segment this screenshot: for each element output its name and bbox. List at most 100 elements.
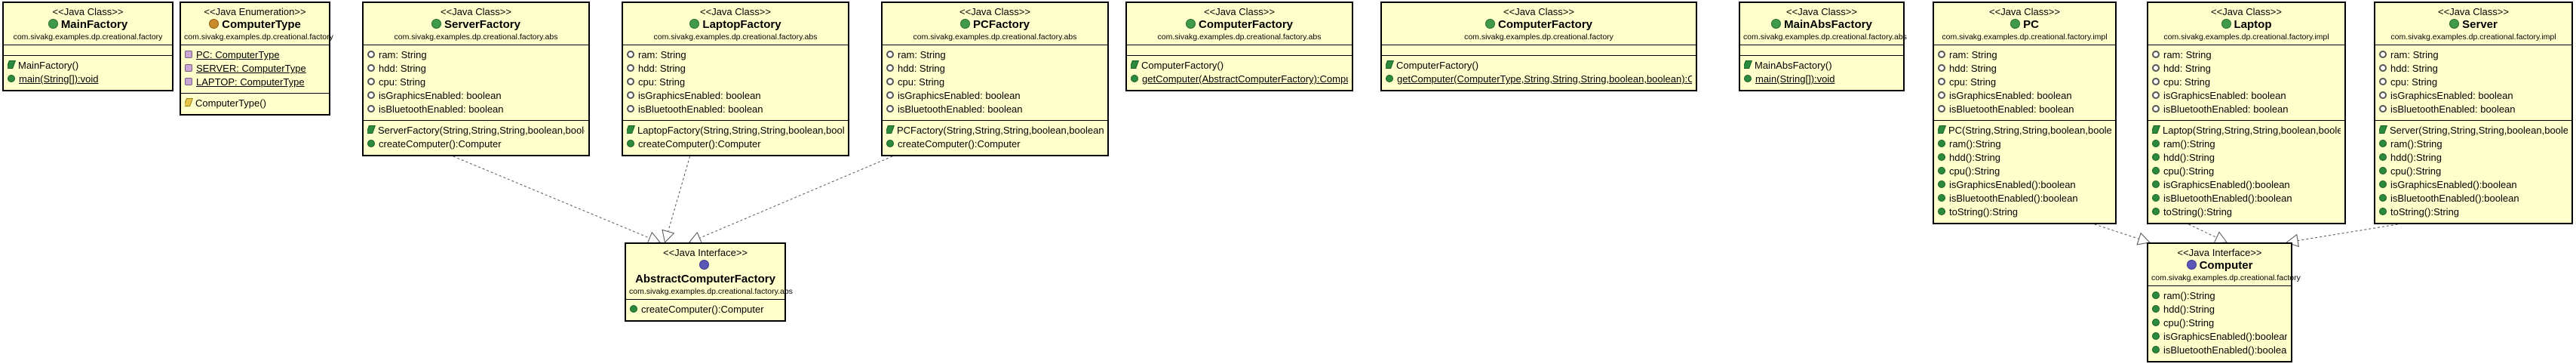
class-name-text: LaptopFactory xyxy=(702,18,781,31)
method-row: getComputer(ComputerType,String,String,S… xyxy=(1386,72,1692,86)
stereotype-label: <<Java Interface>> xyxy=(2177,247,2262,258)
constructor-icon xyxy=(1938,125,1947,134)
method-row: main(String[]):void xyxy=(1744,72,1899,86)
field-row: cpu: String xyxy=(886,76,1104,89)
stereotype-label: <<Java Class>> xyxy=(700,6,771,17)
public-visibility-icon xyxy=(630,305,637,313)
field-row-text: PC: ComputerType xyxy=(196,49,280,60)
public-visibility-icon xyxy=(1386,75,1393,82)
stereotype-label: <<Java Interface>> xyxy=(662,247,748,258)
method-row: cpu():String xyxy=(2152,165,2341,178)
private-visibility-icon xyxy=(1938,64,1945,72)
class-name-text: ComputerFactory xyxy=(1198,18,1294,31)
method-row: ComputerFactory() xyxy=(1386,59,1692,72)
private-visibility-icon xyxy=(2152,64,2160,72)
method-row-text: hdd():String xyxy=(1949,152,2000,163)
public-visibility-icon xyxy=(1744,75,1752,82)
methods-compartment: createComputer():Computer xyxy=(626,299,784,320)
method-row: isGraphicsEnabled():boolean xyxy=(2152,330,2287,344)
field-row-text: isGraphicsEnabled: boolean xyxy=(1949,90,2072,101)
method-row: ServerFactory(String,String,String,boole… xyxy=(367,124,585,137)
private-visibility-icon xyxy=(367,105,375,113)
private-visibility-icon xyxy=(886,91,894,99)
method-row: PCFactory(String,String,String,boolean,b… xyxy=(886,124,1104,137)
field-row: isBluetoothEnabled: boolean xyxy=(1938,103,2111,116)
field-row: cpu: String xyxy=(2379,76,2568,89)
field-row: isGraphicsEnabled: boolean xyxy=(367,89,585,103)
method-row-text: hdd():String xyxy=(2163,152,2215,163)
field-row-text: isBluetoothEnabled: boolean xyxy=(638,103,763,115)
method-row: Laptop(String,String,String,boolean,bool… xyxy=(2152,124,2341,137)
field-row: ram: String xyxy=(627,48,844,62)
package-label: com.sivakg.examples.dp.creational.factor… xyxy=(653,32,818,42)
method-row-text: isGraphicsEnabled():boolean xyxy=(2163,179,2290,190)
field-row-text: cpu: String xyxy=(638,76,686,88)
private-visibility-icon xyxy=(1938,51,1945,58)
method-row: isGraphicsEnabled():boolean xyxy=(2379,178,2568,192)
method-row-text: isBluetoothEnabled():boolean xyxy=(1949,193,2078,204)
fields-compartment xyxy=(4,45,172,55)
class-icon xyxy=(48,19,58,29)
edge-line xyxy=(699,156,893,239)
class-name-text: ServerFactory xyxy=(444,18,520,31)
public-visibility-icon xyxy=(2152,180,2160,188)
method-row: createComputer():Computer xyxy=(367,137,585,151)
method-row-text: hdd():String xyxy=(2163,304,2215,315)
constructor-icon xyxy=(1131,60,1140,69)
method-row: createComputer():Computer xyxy=(886,137,1104,151)
method-row-text: isGraphicsEnabled():boolean xyxy=(2390,179,2517,190)
field-row-text: isGraphicsEnabled: boolean xyxy=(2163,90,2286,101)
interface-icon xyxy=(698,260,709,270)
private-visibility-icon xyxy=(627,105,634,113)
method-row: createComputer():Computer xyxy=(630,303,781,316)
private-visibility-icon xyxy=(886,64,894,72)
public-visibility-icon xyxy=(627,140,634,147)
public-visibility-icon xyxy=(1131,75,1138,82)
interface-icon xyxy=(2186,260,2197,270)
stereotype-label: <<Java Class>> xyxy=(1503,6,1574,17)
method-row-text: ComputerFactory() xyxy=(1396,60,1479,71)
method-row-text: ComputerFactory() xyxy=(1141,60,1224,71)
constructor-icon xyxy=(2379,125,2388,134)
private-visibility-icon xyxy=(2379,78,2387,85)
method-row: ram():String xyxy=(2152,137,2341,151)
method-row-text: Laptop(String,String,String,boolean,bool… xyxy=(2163,125,2341,136)
interface-box-abstractcomputerfactory[interactable]: <<Java Interface>>AbstractComputerFactor… xyxy=(625,242,793,322)
field-row: isBluetoothEnabled: boolean xyxy=(367,103,585,116)
public-visibility-icon xyxy=(2152,167,2160,174)
method-row-text: ComputerType() xyxy=(195,97,266,109)
method-row: isGraphicsEnabled():boolean xyxy=(2152,178,2341,192)
field-row-text: SERVER: ComputerType xyxy=(196,63,306,74)
private-visibility-icon xyxy=(627,91,634,99)
realization-arrowhead xyxy=(2136,232,2151,245)
private-visibility-icon xyxy=(1938,105,1945,113)
edge-line xyxy=(2094,224,2139,239)
field-row-text: isBluetoothEnabled: boolean xyxy=(2390,103,2516,115)
field-row: isGraphicsEnabled: boolean xyxy=(627,89,844,103)
method-row: isBluetoothEnabled():boolean xyxy=(1938,192,2111,205)
realization-edge-server xyxy=(2286,224,2398,248)
class-name-text: MainAbsFactory xyxy=(1784,18,1872,31)
method-row-text: toString():String xyxy=(2390,206,2460,217)
package-label: com.sivakg.examples.dp.creational.factor… xyxy=(394,32,558,42)
stereotype-label: <<Java Class>> xyxy=(1786,6,1857,17)
field-row-text: cpu: String xyxy=(898,76,945,88)
method-row: Server(String,String,String,boolean,bool… xyxy=(2379,124,2568,137)
enum-constant-icon xyxy=(185,78,192,85)
